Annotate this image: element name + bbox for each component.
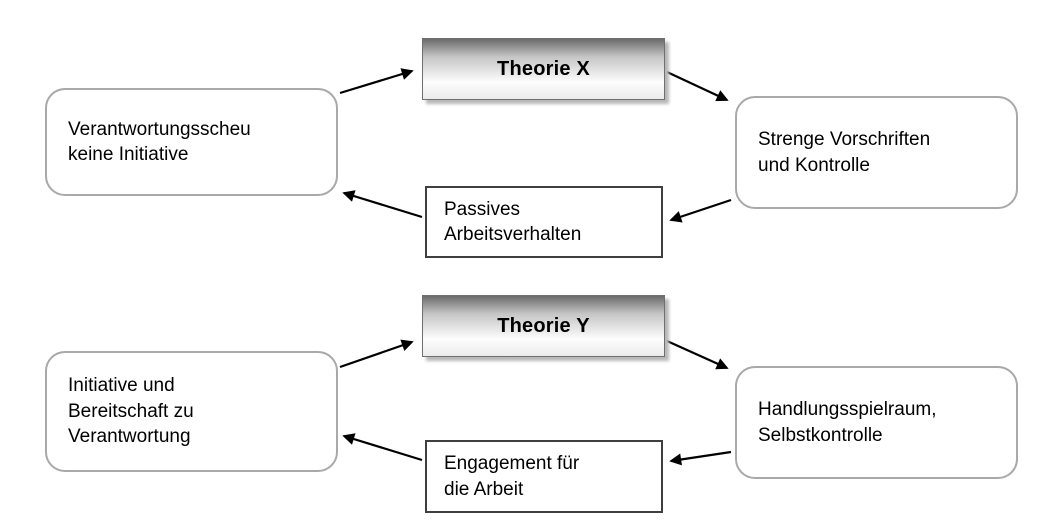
arrow-y-right-to-bottom [669, 450, 732, 466]
arrow-y-left-to-title [339, 339, 414, 369]
arrow-x-bottom-to-left [342, 190, 423, 219]
theorie-x-left-box: Verantwortungsscheu keine Initiative [45, 88, 338, 196]
theorie-y-left-box: Initiative und Bereitschaft zu Verantwor… [45, 351, 338, 472]
arrow-x-title-to-right [666, 71, 729, 102]
theorie-x-right-box: Strenge Vorschriften und Kontrolle [735, 96, 1018, 209]
theorie-y-right-box: Handlungsspielraum, Selbstkontrolle [735, 366, 1018, 479]
theorie-x-bottom-box: Passives Arbeitsverhalten [425, 186, 663, 258]
theorie-x-bottom-label: Passives Arbeitsverhalten [444, 198, 582, 245]
theorie-x-title-box: Theorie X [422, 38, 665, 100]
theorie-x-right-label: Strenge Vorschriften und Kontrolle [758, 129, 931, 176]
arrow-x-left-to-title [339, 68, 414, 95]
theorie-y-title-box: Theorie Y [422, 295, 665, 357]
arrow-y-bottom-to-left [342, 433, 423, 462]
theorie-x-left-label: Verantwortungsscheu keine Initiative [68, 118, 251, 165]
theorie-y-title-label: Theorie Y [497, 314, 590, 337]
theorie-x-title-label: Theorie X [497, 57, 590, 80]
theorie-y-left-label: Initiative und Bereitschaft zu Verantwor… [68, 375, 194, 448]
arrow-y-title-to-right [666, 339, 729, 370]
theorie-y-bottom-label: Engagement für die Arbeit [444, 453, 580, 500]
theorie-y-right-label: Handlungsspielraum, Selbstkontrolle [758, 399, 937, 446]
arrow-x-right-to-bottom [669, 198, 732, 223]
theorie-y-bottom-box: Engagement für die Arbeit [425, 440, 663, 513]
